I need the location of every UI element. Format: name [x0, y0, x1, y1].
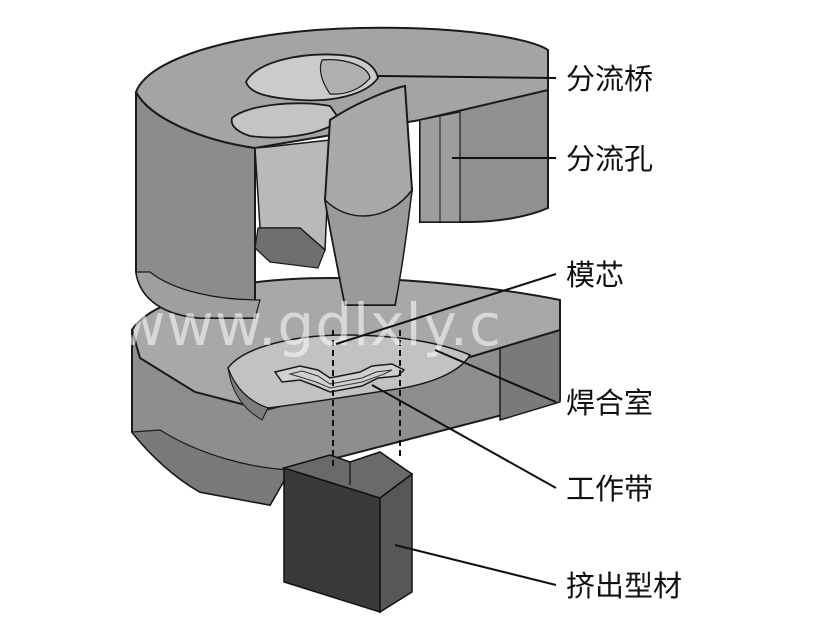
bearing-land-inner [288, 369, 393, 389]
watermark: www.gdlxly.c [118, 291, 502, 359]
porthole-channel-left-dark [254, 227, 326, 269]
porthole-left [230, 102, 342, 139]
leader-jichuxingcai [394, 544, 557, 586]
extruded-profile [281, 451, 414, 614]
leader-moxin [335, 273, 557, 345]
label-hanheshi: 焊合室 [566, 386, 653, 420]
projection-lines [332, 330, 401, 470]
leader-hanheshi [434, 349, 557, 403]
profile-top [281, 451, 414, 499]
label-jichuxingcai: 挤出型材 [566, 569, 682, 603]
upper-die [134, 26, 549, 319]
mandrel [323, 187, 414, 306]
welding-chamber-wall [227, 367, 269, 421]
label-moxin: 模芯 [566, 258, 624, 292]
label-fenliukong: 分流孔 [566, 142, 653, 176]
leader-fenliuqiao [377, 75, 557, 79]
porthole-top-inner [319, 59, 371, 95]
upper-die-lower-band [135, 271, 261, 319]
label-gongzuodai: 工作带 [566, 472, 653, 506]
label-fenliuqiao: 分流桥 [566, 62, 653, 96]
leader-lines [335, 75, 557, 586]
leader-gongzuodai [371, 384, 557, 489]
labels: 分流桥 分流孔 模芯 焊合室 工作带 挤出型材 [566, 62, 682, 603]
